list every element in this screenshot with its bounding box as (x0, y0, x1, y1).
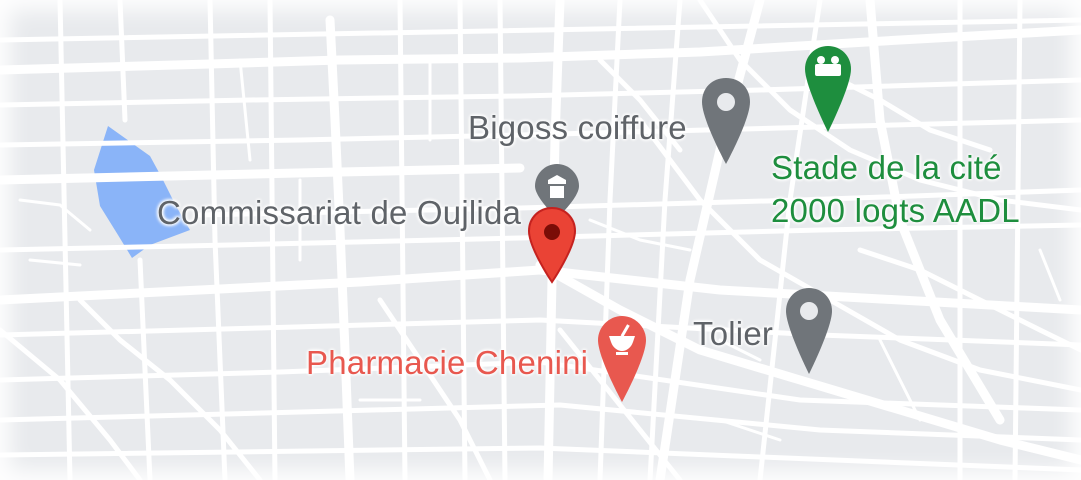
selected-location-marker-icon[interactable] (527, 206, 577, 284)
place-label-commissariat-de-oujlida[interactable]: Commissariat de Oujlida (157, 194, 522, 231)
place-label-tolier[interactable]: Tolier (693, 315, 774, 352)
pharmacy-mortar-icon[interactable] (596, 314, 648, 404)
place-label-stade-line2[interactable]: 2000 logts AADL (771, 192, 1020, 229)
place-label-stade-line1[interactable]: Stade de la cité (771, 149, 1002, 186)
police-station-icon[interactable] (533, 162, 581, 220)
place-label-bigoss-coiffure[interactable]: Bigoss coiffure (468, 109, 687, 146)
water-body (94, 126, 190, 258)
stadium-icon[interactable] (803, 44, 853, 134)
location-pin-icon[interactable] (700, 76, 752, 166)
place-label-pharmacie-chenini[interactable]: Pharmacie Chenini (306, 344, 589, 381)
location-pin-icon[interactable] (784, 286, 834, 376)
